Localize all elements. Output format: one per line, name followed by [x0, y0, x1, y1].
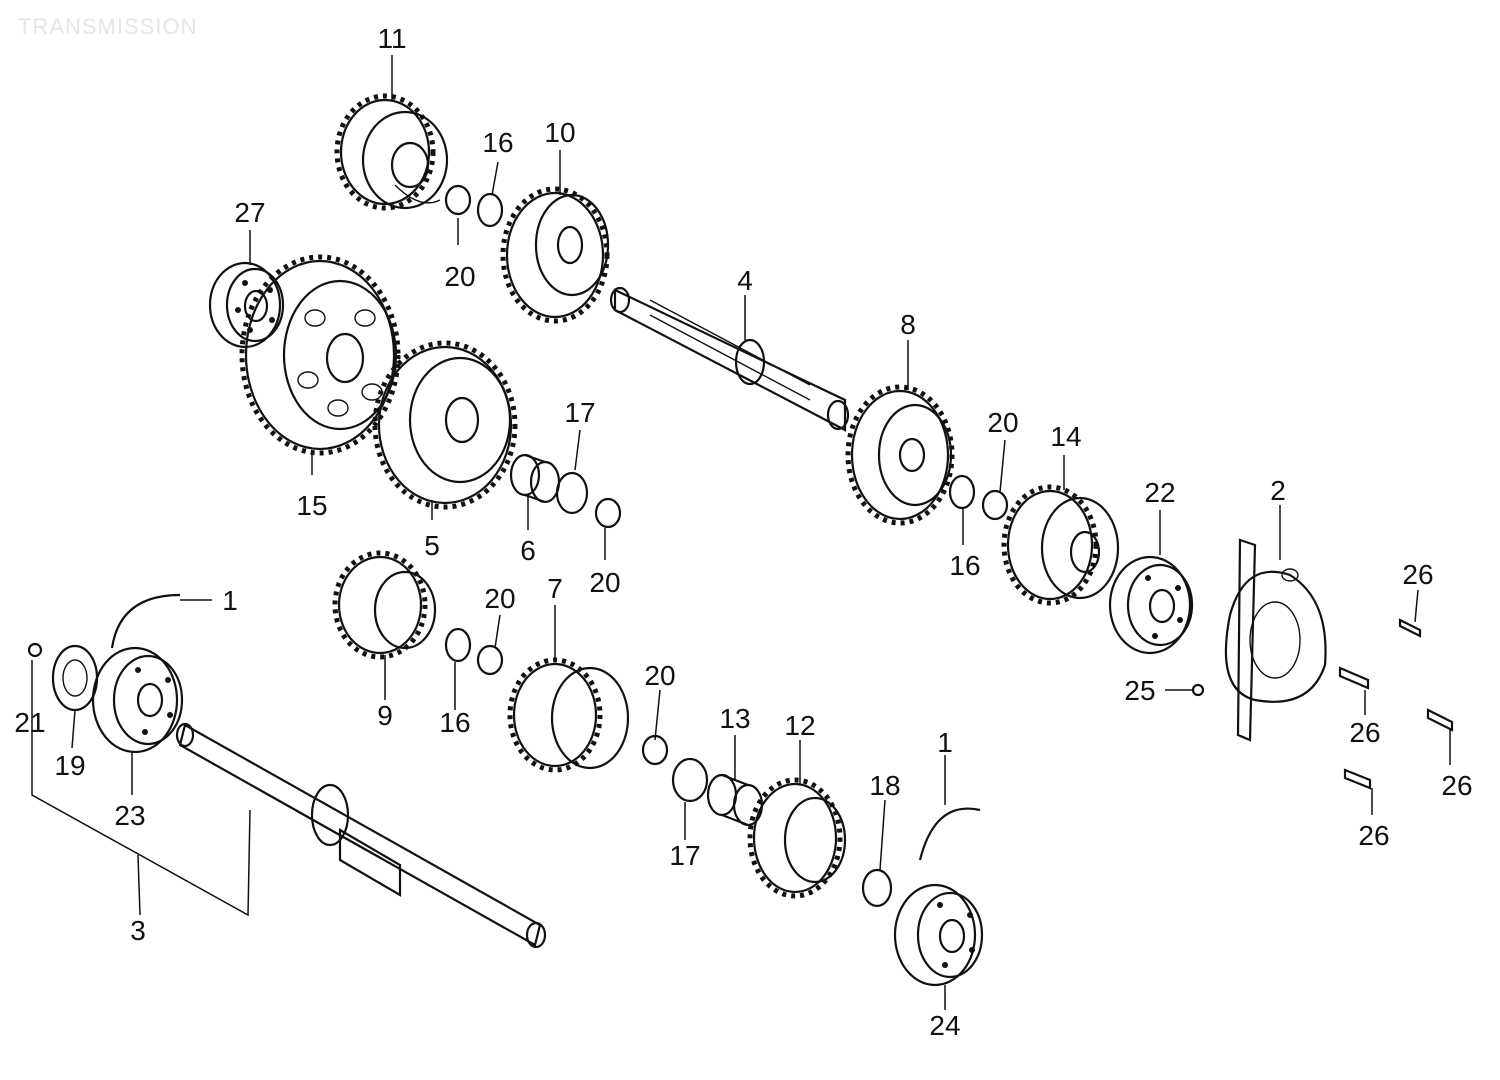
callout-15: 15 — [296, 490, 327, 521]
callout-1-b: 1 — [937, 727, 953, 758]
gear-15 — [239, 254, 401, 456]
ring-1-upper — [110, 593, 181, 649]
callout-16-a: 16 — [482, 127, 513, 158]
bolt-26-d — [1343, 768, 1372, 790]
washer-18 — [861, 868, 893, 908]
callout-4: 4 — [737, 265, 753, 296]
pin-21 — [27, 642, 43, 658]
cover-2 — [1224, 538, 1327, 742]
gear-8 — [845, 384, 955, 526]
leader-lines — [31, 55, 1451, 1010]
washer-16-b — [948, 474, 976, 510]
callout-8: 8 — [900, 309, 916, 340]
callout-19: 19 — [54, 750, 85, 781]
gear-10 — [500, 186, 610, 324]
callout-22: 22 — [1144, 477, 1175, 508]
shaft-4 — [609, 286, 850, 432]
callout-26-c: 26 — [1441, 770, 1472, 801]
callout-20-c: 20 — [589, 567, 620, 598]
callout-26-b: 26 — [1349, 717, 1380, 748]
callout-5: 5 — [424, 530, 440, 561]
gear-9 — [332, 550, 437, 660]
bolt-26-c — [1426, 708, 1454, 732]
callout-6: 6 — [520, 535, 536, 566]
callout-26-d: 26 — [1358, 820, 1389, 851]
bearing-27 — [208, 261, 285, 349]
diagram-title: TRANSMISSION — [18, 14, 198, 39]
callout-13: 13 — [719, 703, 750, 734]
shaft-3 — [175, 722, 547, 949]
callout-14: 14 — [1050, 421, 1081, 452]
callout-2: 2 — [1270, 475, 1286, 506]
bolt-26-b — [1338, 666, 1370, 690]
washer-16-c — [444, 627, 472, 663]
callout-20-b: 20 — [484, 583, 515, 614]
bolt-26-a — [1398, 618, 1422, 638]
washer-17-lower — [671, 757, 709, 803]
callout-numbers: 11 16 10 20 27 4 8 15 5 6 17 20 20 14 16… — [14, 23, 1472, 1041]
bearing-22 — [1108, 555, 1194, 655]
callout-16-b: 16 — [949, 550, 980, 581]
callout-17-a: 17 — [564, 397, 595, 428]
ball-25 — [1191, 683, 1205, 697]
circlip-20-c — [594, 497, 622, 529]
callout-16-c: 16 — [439, 707, 470, 738]
circlip-20-b — [476, 644, 504, 676]
callout-26-a: 26 — [1402, 559, 1433, 590]
bearing-24 — [893, 883, 984, 987]
circlip-20-e — [641, 734, 669, 766]
callout-1-a: 1 — [222, 585, 238, 616]
callout-7: 7 — [547, 573, 563, 604]
callout-20-e: 20 — [644, 660, 675, 691]
callout-17-b: 17 — [669, 840, 700, 871]
callout-23: 23 — [114, 800, 145, 831]
gear-14 — [1001, 484, 1120, 606]
gear-11 — [334, 93, 449, 211]
bearing-23 — [91, 646, 184, 754]
callout-18: 18 — [869, 770, 900, 801]
callout-24: 24 — [929, 1010, 960, 1041]
callout-21: 21 — [14, 707, 45, 738]
washer-17-upper — [555, 471, 589, 515]
callout-10: 10 — [544, 117, 575, 148]
gear-12 — [747, 777, 847, 899]
gear-5 — [372, 340, 518, 510]
callout-25: 25 — [1124, 675, 1155, 706]
callout-20-d: 20 — [987, 407, 1018, 438]
callout-12: 12 — [784, 710, 815, 741]
washer-16-a — [476, 192, 504, 228]
washer-19 — [51, 644, 99, 712]
callout-11: 11 — [377, 23, 406, 54]
callout-9: 9 — [377, 700, 393, 731]
callout-27: 27 — [234, 197, 265, 228]
bushing-6 — [509, 453, 561, 504]
callout-20-a: 20 — [444, 261, 475, 292]
ring-1-lower — [918, 807, 981, 861]
gear-7 — [507, 657, 630, 773]
circlip-20-d — [981, 489, 1009, 521]
callout-3: 3 — [130, 915, 146, 946]
circlip-20-a — [444, 184, 472, 216]
